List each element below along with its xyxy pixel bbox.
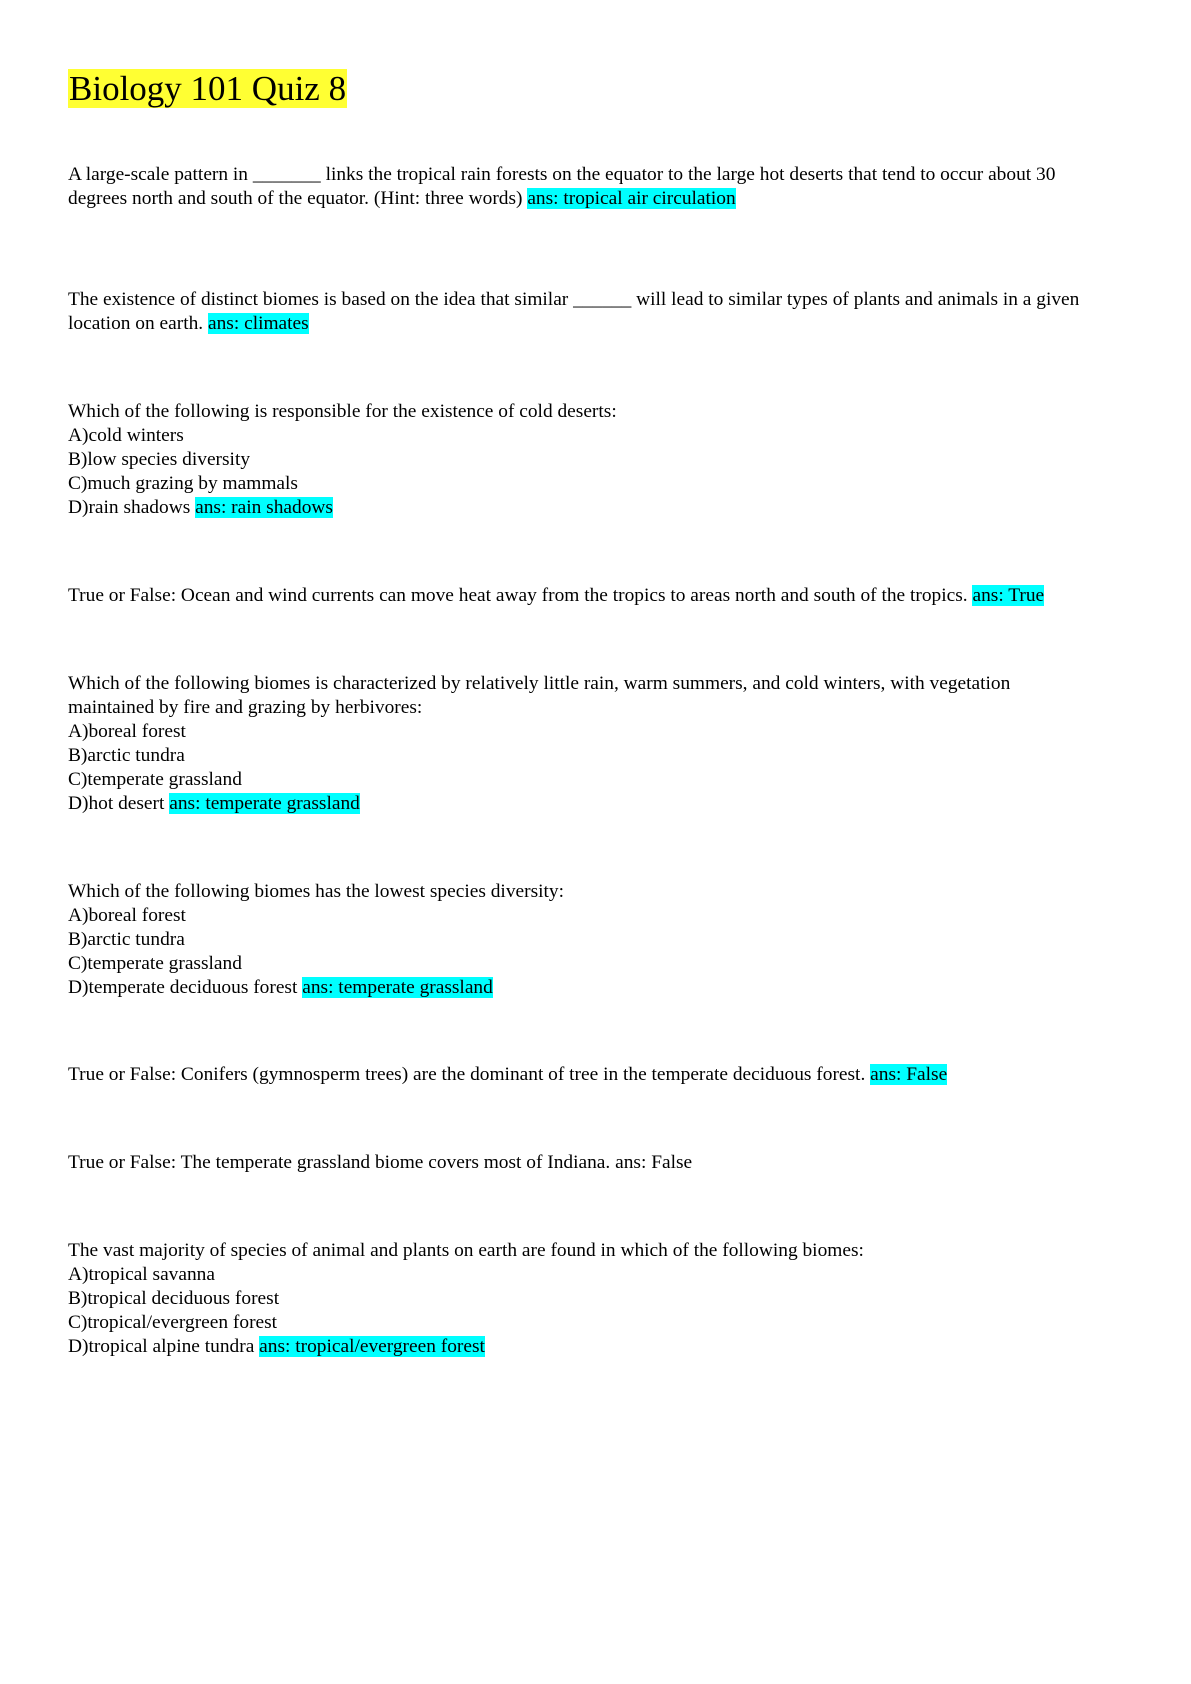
question-1: A large-scale pattern in _______ links t… — [68, 163, 1128, 211]
question-line: Which of the following biomes has the lo… — [68, 881, 564, 902]
option-a: A)boreal forest — [68, 905, 186, 926]
question-2: The existence of distinct biomes is base… — [68, 288, 1128, 336]
answer-highlight: ans: temperate grassland — [169, 793, 360, 814]
option-c: C)temperate grassland — [68, 953, 242, 974]
option-d: D)temperate deciduous forest ans: temper… — [68, 977, 493, 998]
question-line: The vast majority of species of animal a… — [68, 1240, 864, 1261]
question-line: Which of the following biomes is charact… — [68, 673, 1011, 694]
question-6: Which of the following biomes has the lo… — [68, 880, 1128, 1000]
option-b: B)arctic tundra — [68, 745, 185, 766]
answer-highlight: ans: tropical/evergreen forest — [259, 1336, 485, 1357]
question-9: The vast majority of species of animal a… — [68, 1239, 1128, 1359]
answer-highlight: ans: False — [870, 1064, 948, 1085]
option-b: B)low species diversity — [68, 449, 251, 470]
question-line: A large-scale pattern in _______ links t… — [68, 164, 1056, 185]
option-a: A)boreal forest — [68, 721, 186, 742]
question-line: location on earth. ans: climates — [68, 313, 309, 334]
option-b: B)arctic tundra — [68, 929, 185, 950]
question-7: True or False: Conifers (gymnosperm tree… — [68, 1063, 1128, 1087]
option-c: C)temperate grassland — [68, 769, 242, 790]
question-line: maintained by fire and grazing by herbiv… — [68, 697, 423, 718]
answer-highlight: ans: temperate grassland — [302, 977, 493, 998]
question-4: True or False: Ocean and wind currents c… — [68, 584, 1128, 608]
question-line: Which of the following is responsible fo… — [68, 401, 617, 422]
question-line: degrees north and south of the equator. … — [68, 188, 736, 209]
question-line: True or False: Ocean and wind currents c… — [68, 585, 1045, 606]
option-d: D)rain shadows ans: rain shadows — [68, 497, 333, 518]
answer-highlight: ans: climates — [208, 313, 309, 334]
question-line: The existence of distinct biomes is base… — [68, 289, 1080, 310]
answer-highlight: ans: tropical air circulation — [527, 188, 736, 209]
option-c: C)much grazing by mammals — [68, 473, 298, 494]
option-b: B)tropical deciduous forest — [68, 1288, 280, 1309]
question-line: True or False: The temperate grassland b… — [68, 1152, 693, 1173]
question-line: True or False: Conifers (gymnosperm tree… — [68, 1064, 948, 1085]
option-d: D)tropical alpine tundra ans: tropical/e… — [68, 1336, 485, 1357]
option-a: A)tropical savanna — [68, 1264, 215, 1285]
option-c: C)tropical/evergreen forest — [68, 1312, 278, 1333]
question-5: Which of the following biomes is charact… — [68, 672, 1128, 816]
answer-highlight: ans: rain shadows — [195, 497, 333, 518]
question-3: Which of the following is responsible fo… — [68, 400, 1128, 520]
option-d: D)hot desert ans: temperate grassland — [68, 793, 360, 814]
page-title: Biology 101 Quiz 8 — [68, 67, 348, 111]
question-8: True or False: The temperate grassland b… — [68, 1151, 1128, 1175]
option-a: A)cold winters — [68, 425, 184, 446]
answer-highlight: ans: True — [972, 585, 1045, 606]
title-highlight: Biology 101 Quiz 8 — [68, 69, 348, 108]
